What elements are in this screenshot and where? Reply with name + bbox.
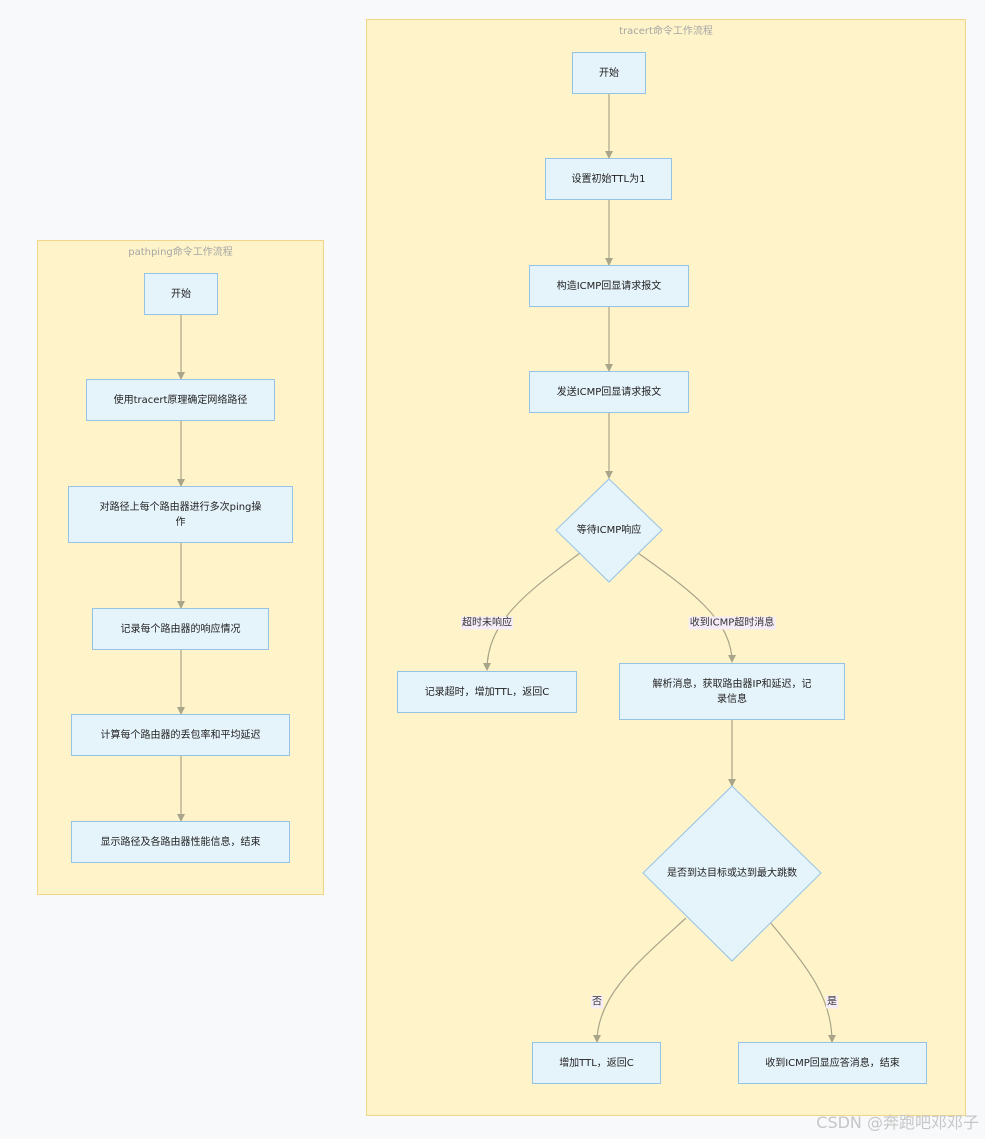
csdn-watermark: CSDN @奔跑吧邓邓子 <box>816 1113 979 1132</box>
pathping-determine-path-label: 使用tracert原理确定网络路径 <box>113 394 248 406</box>
tracert-start-label: 开始 <box>599 67 619 79</box>
pathping-multi-ping-label-line1: 对路径上每个路由器进行多次ping操 <box>99 501 262 513</box>
tracert-build-request-node: 构造ICMP回显请求报文 <box>529 265 689 307</box>
tracert-start-node: 开始 <box>572 52 646 94</box>
tracert-increase-ttl-node: 增加TTL，返回C <box>532 1042 661 1084</box>
pathping-start-label: 开始 <box>171 288 191 300</box>
tracert-set-ttl-label: 设置初始TTL为1 <box>571 173 646 185</box>
tracert-build-request-label: 构造ICMP回显请求报文 <box>556 280 662 292</box>
tracert-increase-ttl-label: 增加TTL，返回C <box>559 1057 634 1069</box>
pathping-cluster: pathping命令工作流程 <box>37 240 324 895</box>
pathping-calc-loss-label: 计算每个路由器的丢包率和平均延迟 <box>100 729 261 741</box>
tracert-parse-message-label-line2: 录信息 <box>717 693 747 705</box>
pathping-multi-ping-node: 对路径上每个路由器进行多次ping操 作 <box>68 486 293 543</box>
tracert-end-node: 收到ICMP回显应答消息，结束 <box>738 1042 927 1084</box>
pathping-show-result-label: 显示路径及各路由器性能信息，结束 <box>100 836 261 848</box>
pathping-multi-ping-label-line2: 作 <box>175 516 186 528</box>
tracert-parse-message-node: 解析消息，获取路由器IP和延迟，记 录信息 <box>619 663 845 720</box>
pathping-cluster-title: pathping命令工作流程 <box>128 247 233 258</box>
edge-label-timeout: 超时未响应 <box>461 616 513 630</box>
tracert-send-request-label: 发送ICMP回显请求报文 <box>556 386 662 398</box>
tracert-record-timeout-node: 记录超时，增加TTL，返回C <box>397 671 577 713</box>
edge-label-yes: 是 <box>826 995 838 1009</box>
edge-label-no: 否 <box>591 995 603 1009</box>
pathping-record-response-node: 记录每个路由器的响应情况 <box>92 608 269 650</box>
tracert-record-timeout-label: 记录超时，增加TTL，返回C <box>424 686 550 698</box>
pathping-record-response-label: 记录每个路由器的响应情况 <box>120 623 241 635</box>
tracert-send-request-node: 发送ICMP回显请求报文 <box>529 371 689 413</box>
tracert-parse-message-label-line1: 解析消息，获取路由器IP和延迟，记 <box>652 678 812 690</box>
tracert-cluster-title: tracert命令工作流程 <box>619 26 713 37</box>
pathping-determine-path-node: 使用tracert原理确定网络路径 <box>86 379 275 421</box>
pathping-show-result-node: 显示路径及各路由器性能信息，结束 <box>71 821 290 863</box>
pathping-start-node: 开始 <box>144 273 218 315</box>
tracert-set-ttl-node: 设置初始TTL为1 <box>545 158 672 200</box>
tracert-end-label: 收到ICMP回显应答消息，结束 <box>765 1057 900 1069</box>
pathping-calc-loss-node: 计算每个路由器的丢包率和平均延迟 <box>71 714 290 756</box>
edge-label-received: 收到ICMP超时消息 <box>688 616 776 630</box>
